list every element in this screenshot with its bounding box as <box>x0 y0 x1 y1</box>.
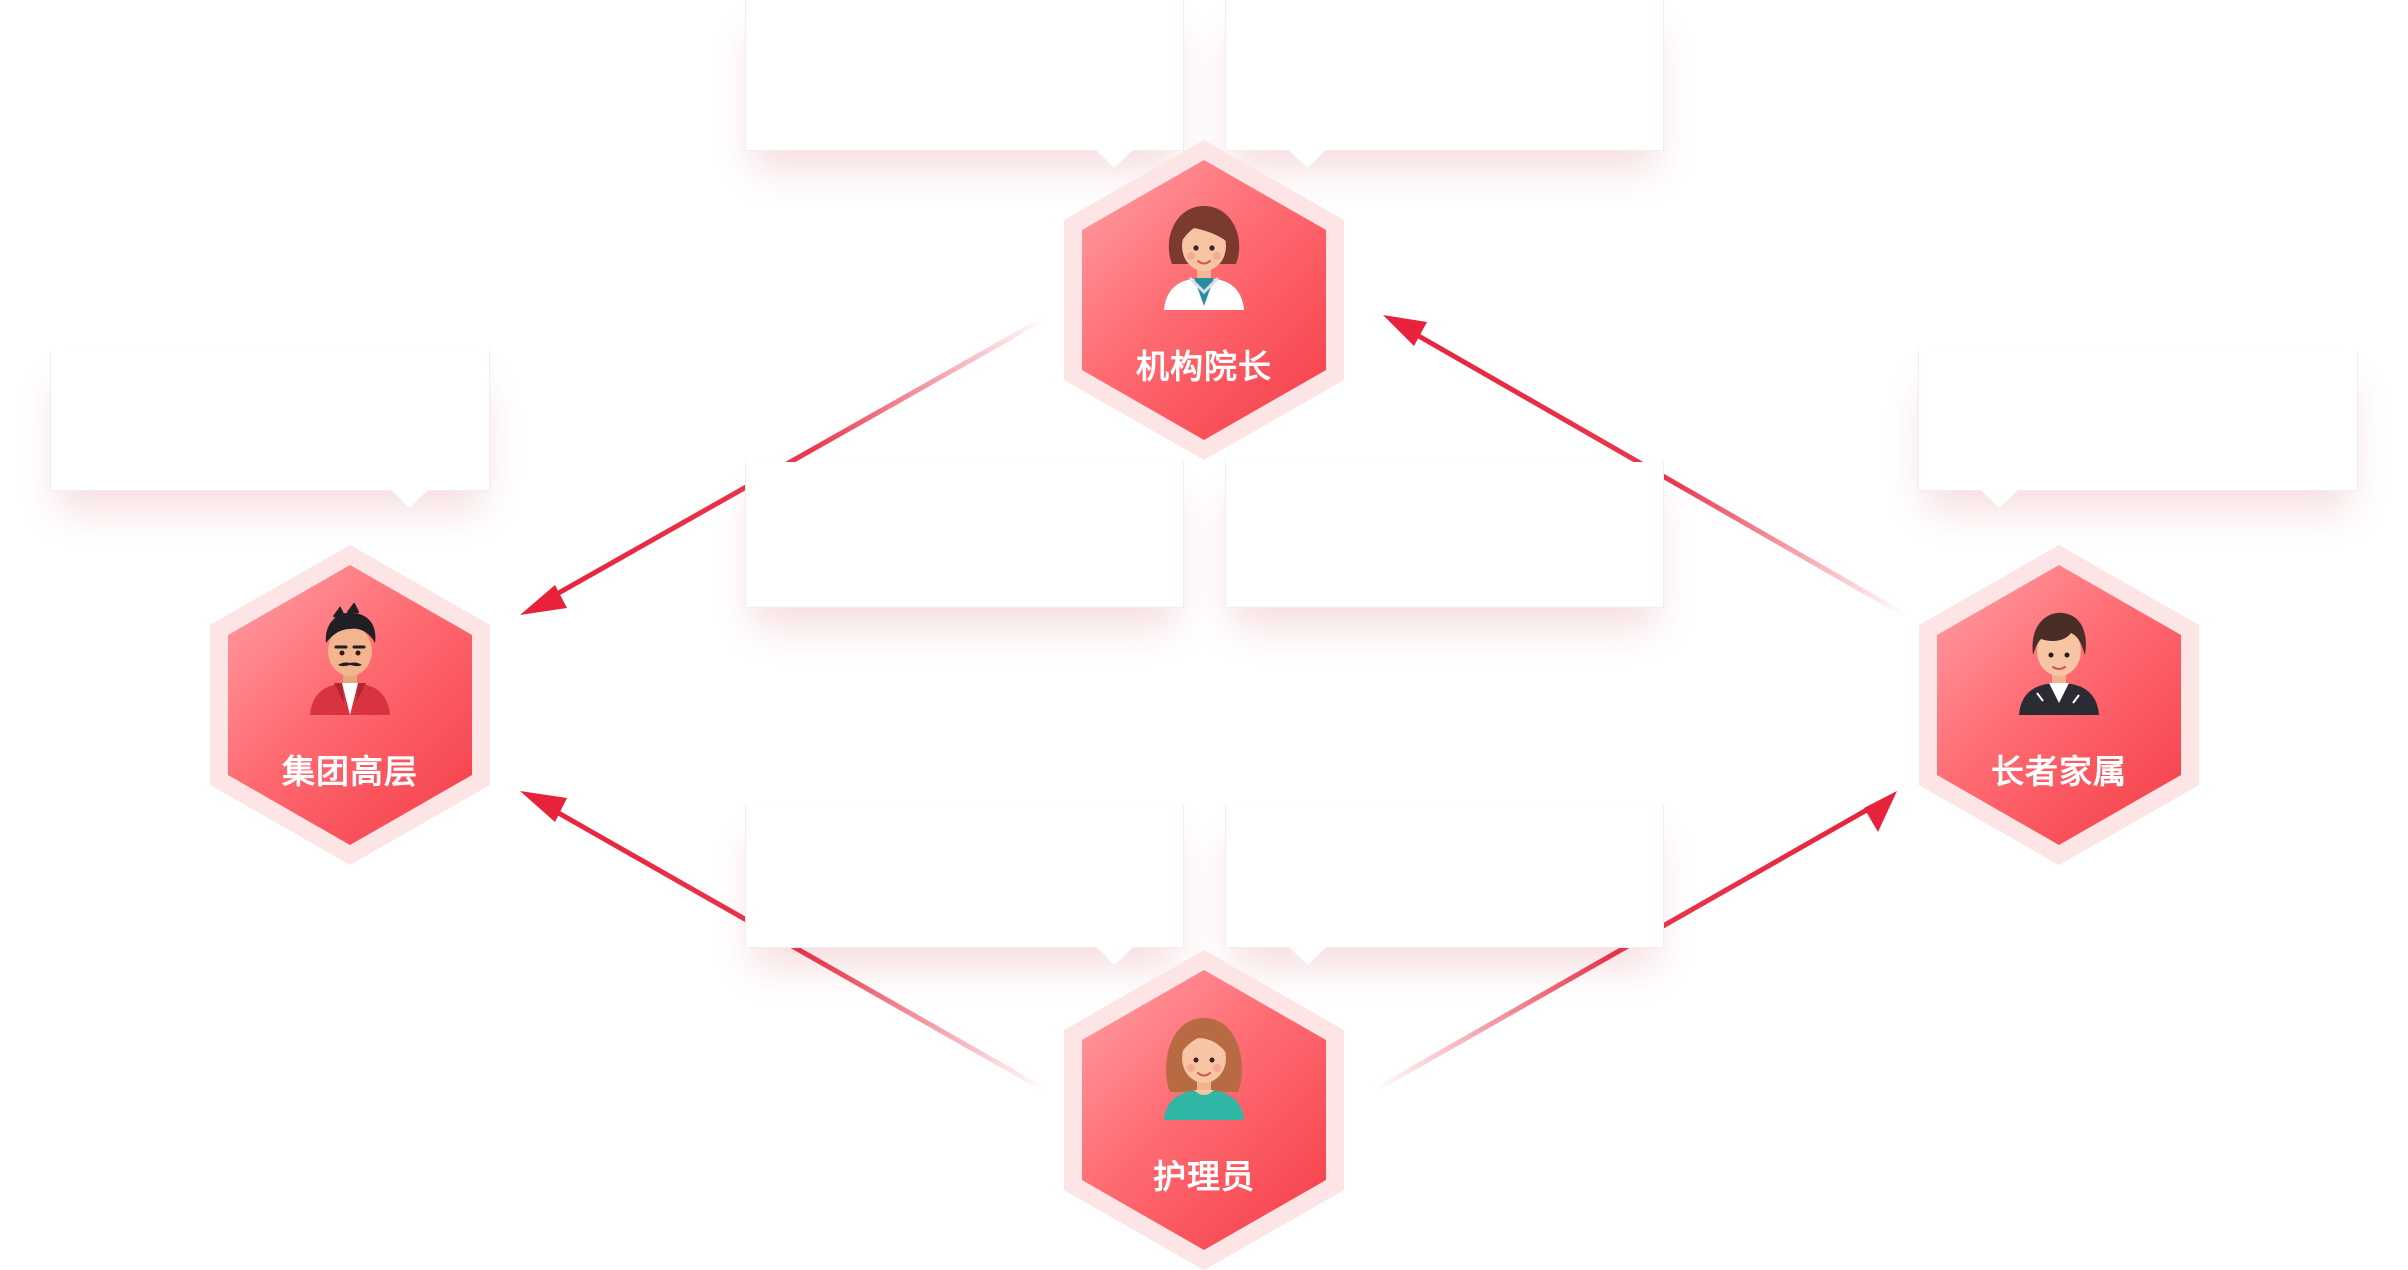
mustached-man-avatar-icon <box>310 603 390 715</box>
callout-card-family <box>1918 350 2358 510</box>
callout-card-center-right <box>1225 462 1664 608</box>
callout-card-caregiver-left <box>745 805 1184 967</box>
node-caregiver: 护理员 <box>1064 950 1344 1270</box>
node-label: 长者家属 <box>1991 752 2127 791</box>
arrowhead <box>520 791 567 822</box>
callout-card-director-left <box>745 0 1184 170</box>
female-doctor-avatar-icon <box>1164 206 1244 310</box>
node-executive: 集团高层 <box>210 545 490 865</box>
node-family: 长者家属 <box>1919 545 2199 865</box>
edge-director-to-executive <box>520 315 1047 615</box>
female-caregiver-avatar-icon <box>1164 1018 1244 1120</box>
arrowhead <box>520 585 567 615</box>
node-label: 护理员 <box>1153 1157 1255 1196</box>
arrowhead <box>1383 315 1427 346</box>
edge-caregiver-to-executive <box>520 791 1047 1093</box>
edge-caregiver-to-family <box>1373 791 1897 1093</box>
node-label: 机构院长 <box>1136 347 1272 386</box>
arrowhead <box>1864 791 1897 832</box>
node-label: 集团高层 <box>282 752 418 791</box>
callout-card-caregiver-right <box>1225 805 1664 967</box>
callout-card-executive <box>50 350 490 510</box>
callout-card-director-right <box>1225 0 1664 170</box>
young-man-avatar-icon <box>2019 612 2099 715</box>
callout-card-center-left <box>745 462 1184 608</box>
node-director: 机构院长 <box>1064 140 1344 460</box>
